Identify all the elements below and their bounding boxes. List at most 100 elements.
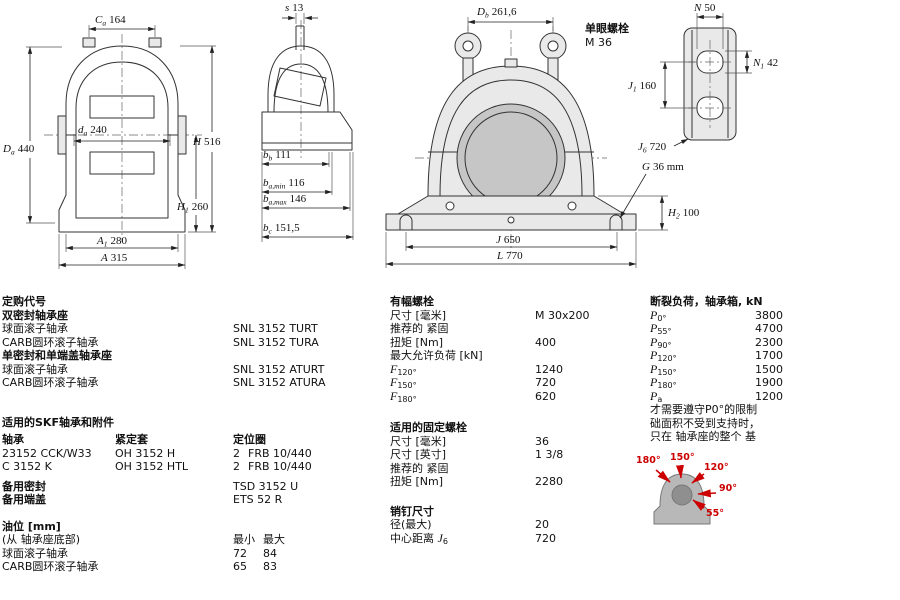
oil-level-header-row: (从 轴承座底部) 最小 最大 <box>2 533 382 547</box>
load-limit-row: F150° 720 <box>390 375 640 390</box>
accessories-title: 适用的SKF轴承和附件 <box>2 415 114 429</box>
accessories-row: 23152 CCK/W33 OH 3152 H 2 FRB 10/440 <box>2 447 382 461</box>
load-symbol: P180° <box>650 375 677 390</box>
breaking-loads-note: 础面积不受到支持时， <box>650 416 760 430</box>
bearing-designation: C 3152 K <box>2 460 52 473</box>
spare-cover-value: ETS 52 R <box>233 493 283 506</box>
max-header: 最大 <box>263 533 285 546</box>
load-value: 1500 <box>755 362 783 376</box>
load-value: 2300 <box>755 335 783 349</box>
oil-max: 84 <box>263 546 277 560</box>
sleeve-designation: OH 3152 H <box>115 446 176 460</box>
breaking-load-row: P90° 2300 <box>650 335 898 350</box>
cap-bolt-head <box>148 37 162 48</box>
pin-diameter-value: 20 <box>535 518 549 531</box>
ring-qty: 2 <box>233 460 240 473</box>
load-value: 1700 <box>755 349 783 362</box>
bearing-type-label: CARB圆环滚子轴承 <box>2 560 99 573</box>
angle-label-90: 90° <box>719 483 737 494</box>
torque-value: 400 <box>535 335 556 349</box>
seal-cover <box>57 115 67 155</box>
pin-cc-value: 720 <box>535 531 556 545</box>
fixing-size-in-value: 1 3/8 <box>535 448 564 461</box>
load-value: 1200 <box>755 389 783 403</box>
dimension-lines-end-view <box>660 13 752 147</box>
load-symbol: P55° <box>650 321 672 336</box>
col-header-ring: 定位圈 <box>233 433 266 446</box>
section-breaking-loads: 断裂负荷，轴承箱, kN P0° 3800 P55° 4700 P90° 230… <box>650 295 898 444</box>
fixing-size-mm-value: 36 <box>535 434 549 448</box>
load-direction-diagram: 180° 150° 120° 90° 55° <box>636 452 737 525</box>
section-bolts: 有幅螺栓 尺寸 [毫米] M 30x200 推荐的 紧固 扭矩 [Nm] 400… <box>390 295 640 546</box>
foot-slot-left <box>399 214 413 230</box>
designation-value: SNL 3152 ATURA <box>233 376 326 389</box>
designation-row: 球面滚子轴承 SNL 3152 TURT <box>2 322 382 336</box>
designation-row: CARB圆环滚子轴承 SNL 3152 ATURA <box>2 376 382 390</box>
designation-value: SNL 3152 TURT <box>233 322 318 335</box>
designation-row: CARB圆环滚子轴承 SNL 3152 TURA <box>2 336 382 350</box>
breaking-loads-note: 才需要遵守P0°的限制 <box>650 403 758 416</box>
breaking-loads-title: 断裂负荷，轴承箱, kN <box>650 295 763 308</box>
breaking-load-row: P150° 1500 <box>650 361 898 377</box>
bearing-designation: 23152 CCK/W33 <box>2 446 92 460</box>
bearing-type-label: 球面滚子轴承 <box>2 362 68 376</box>
ring-designation: FRB 10/440 <box>248 446 312 460</box>
grease-fitting <box>504 58 518 68</box>
fixing-torque-label-row: 推荐的 紧固 <box>390 461 449 475</box>
load-symbol: P150° <box>650 361 677 377</box>
bearing-section-bottom <box>89 151 155 175</box>
ring-qty: 2 <box>233 446 240 460</box>
oil-max: 83 <box>263 560 277 573</box>
col-header-slee­ve: 紧定套 <box>115 433 148 446</box>
breaking-loads-note: 只在 轴承座的整个 基 <box>650 430 756 443</box>
designation-row: 球面滚子轴承 SNL 3152 ATURT <box>2 363 382 377</box>
load-value: 4700 <box>755 322 783 335</box>
dimension-lines-front-view <box>385 17 668 268</box>
oil-min: 65 <box>233 560 247 573</box>
oil-level-row: 球面滚子轴承 72 84 <box>2 547 382 561</box>
designation-value: SNL 3152 TURA <box>233 335 319 349</box>
fixing-torque-value-row: 扭矩 [Nm] 2280 <box>390 475 563 488</box>
oil-min: 72 <box>233 546 247 560</box>
load-value: 1900 <box>755 376 783 389</box>
angle-label-150: 150° <box>670 452 695 463</box>
cap-bolt-head <box>82 37 96 48</box>
fixing-torque-value: 2280 <box>535 475 563 488</box>
foot-slot-right <box>609 214 623 230</box>
load-limit-row: F120° 1240 <box>390 362 640 377</box>
oil-level-title: 油位 [mm] <box>2 519 61 533</box>
pin-diameter-row: 径(最大) 20 <box>390 518 549 531</box>
dimension-lines-side-section <box>261 13 354 242</box>
bearing-type-label: CARB圆环滚子轴承 <box>2 376 99 389</box>
designation-value: SNL 3152 ATURT <box>233 362 325 376</box>
load-symbol: P0° <box>650 307 667 323</box>
oil-level-row: CARB圆环滚子轴承 65 83 <box>2 560 382 574</box>
bolt-size-value: M 30x200 <box>535 308 590 322</box>
breaking-load-row: P55° 4700 <box>650 321 898 336</box>
bearing-type-label: 球面滚子轴承 <box>2 322 68 335</box>
spare-seal-value: TSD 3152 U <box>233 479 299 493</box>
spare-cover-row: 备用端盖 ETS 52 R <box>2 493 382 507</box>
accessories-row: C 3152 K OH 3152 HTL 2 FRB 10/440 <box>2 460 382 474</box>
ring-designation: FRB 10/440 <box>248 460 312 473</box>
spare-seal-label: 备用密封 <box>2 479 46 493</box>
pin-cc-row: 中心距离 J6 720 <box>390 530 556 546</box>
load-direction-bore <box>671 484 693 506</box>
